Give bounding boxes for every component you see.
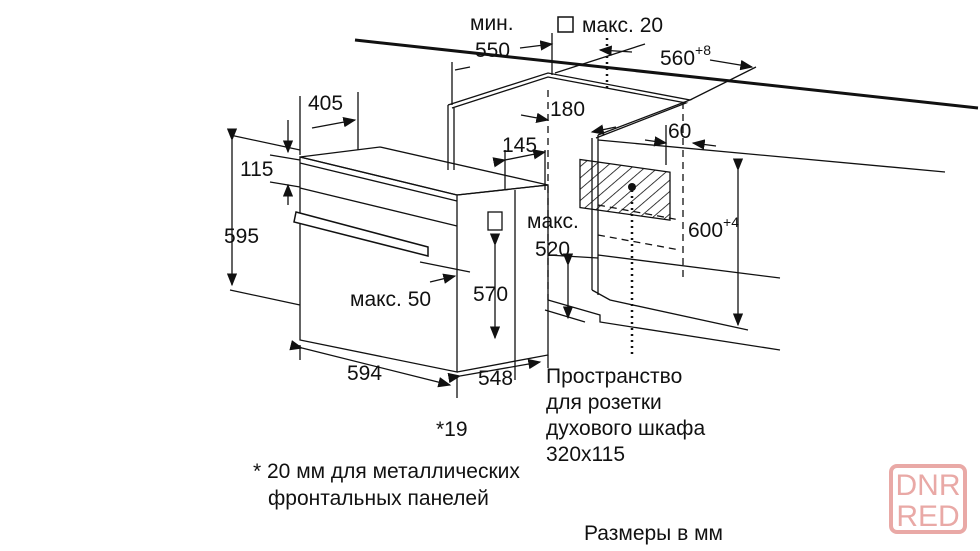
label-405: 405 <box>308 92 343 115</box>
cabinet-outline <box>354 38 979 351</box>
label-595: 595 <box>224 225 259 248</box>
label-19: *19 <box>436 418 468 441</box>
oven-handle <box>293 211 429 257</box>
labels: мин. 550 макс. 20 560+8 405 115 595 180 … <box>224 12 739 545</box>
label-max: макс. <box>527 210 579 233</box>
footnote-2: фронтальных панелей <box>268 487 489 510</box>
label-560: 560+8 <box>660 42 711 70</box>
oven-bracket <box>487 211 503 231</box>
label-550: 550 <box>475 39 510 62</box>
label-600: 600+4 <box>688 214 739 242</box>
label-594: 594 <box>347 362 382 385</box>
label-548: 548 <box>478 367 513 390</box>
label-min: мин. <box>470 12 514 35</box>
outlet-note-1: Пространство <box>546 365 682 388</box>
label-115: 115 <box>240 158 273 181</box>
label-570: 570 <box>473 283 508 306</box>
oven <box>293 146 549 380</box>
outlet-note-4: 320x115 <box>546 443 625 466</box>
footnote-1: * 20 мм для металлических <box>253 460 520 483</box>
dimension-lines <box>226 33 757 398</box>
outlet-marker <box>628 183 636 191</box>
outlet-note-2: для розетки <box>546 391 662 414</box>
label-145: 145 <box>502 134 537 157</box>
label-max20: макс. 20 <box>582 14 663 37</box>
outlet-note-3: духового шкафа <box>546 417 705 440</box>
label-max50: макс. 50 <box>350 288 431 311</box>
label-60: 60 <box>668 120 691 143</box>
units-note: Размеры в мм <box>584 522 723 545</box>
label-520: 520 <box>535 238 570 261</box>
label-180: 180 <box>550 98 585 121</box>
outlet-area-hatch <box>579 158 671 221</box>
square-icon <box>557 16 574 33</box>
